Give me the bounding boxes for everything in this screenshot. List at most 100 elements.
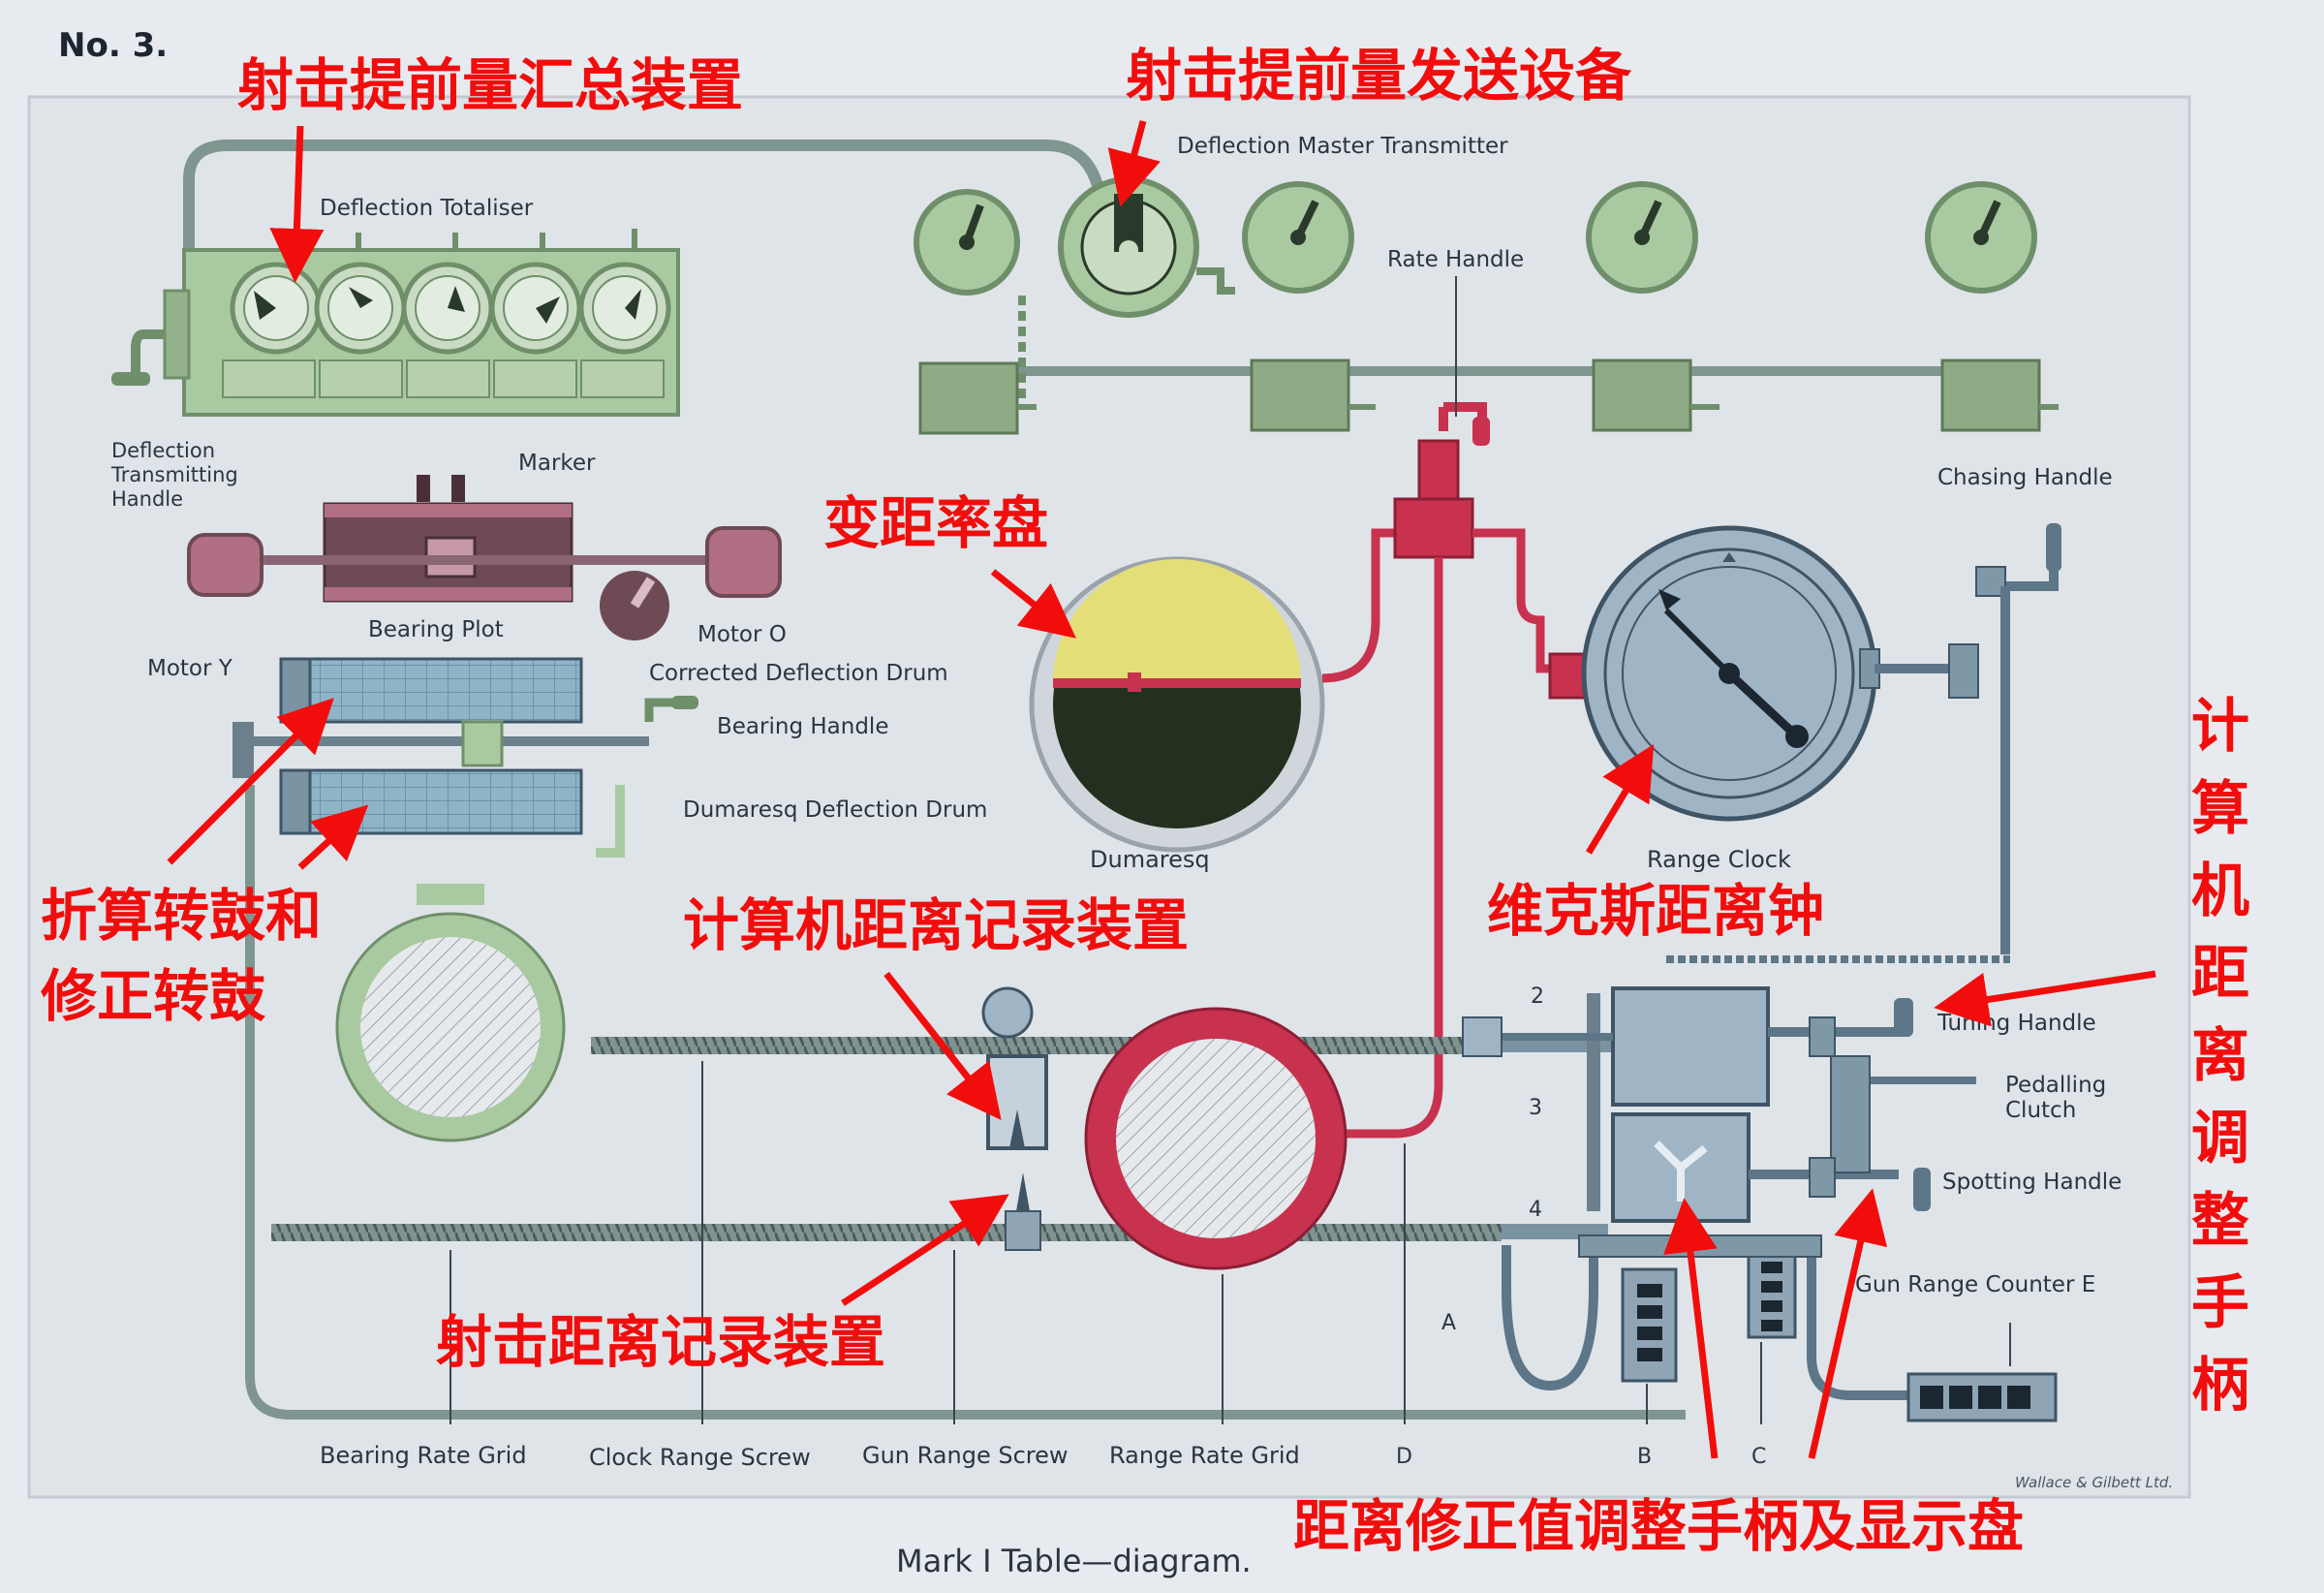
- gun-range-screw: [271, 1224, 1502, 1241]
- range-chain: [1587, 993, 1600, 1211]
- bearing-plot-dial: [600, 571, 669, 640]
- bearing-handle[interactable]: [644, 696, 698, 722]
- rate-linkage-gearbox: [1393, 497, 1474, 559]
- label-gun-range-counter: Gun Range Counter E: [1855, 1272, 2095, 1297]
- pedalling-clutch[interactable]: [1830, 1055, 1976, 1173]
- repeater-dial-1: [914, 189, 1020, 296]
- return-pipe: [245, 785, 1686, 1420]
- spotting-handle[interactable]: [1913, 1168, 1931, 1211]
- rate-linkage-top: [1417, 439, 1460, 501]
- range-rate-grid: [1084, 1007, 1348, 1270]
- label-num-4: 4: [1529, 1198, 1542, 1222]
- tuning-handle[interactable]: [1894, 998, 1913, 1037]
- label-bearing-rate-grid: Bearing Rate Grid: [320, 1442, 527, 1469]
- bottom-leader-lines: [449, 1061, 2011, 1424]
- label-range-rate-grid: Range Rate Grid: [1109, 1442, 1300, 1469]
- annotation-arrows: [167, 120, 2156, 1459]
- annotation-computer-range-handle: 计 算 机 距 离 调 整 手 柄: [2191, 693, 2249, 1420]
- annotation-deflection-totaliser: 射击提前量汇总装置: [237, 52, 743, 118]
- label-num-2: 2: [1531, 984, 1544, 1009]
- gun-range-counter-e: [1906, 1372, 2058, 1422]
- corrected-deflection-drum: [279, 657, 583, 724]
- rate-box-2: [1250, 359, 1376, 432]
- annotation-computer-range-handle-char-6: 调: [2191, 1105, 2249, 1172]
- drum-to-plot-link: [596, 785, 625, 858]
- annotation-dumaresq: 变距率盘: [823, 490, 1048, 556]
- annotation-computer-range-recorder: 计算机距离记录装置: [683, 892, 1189, 958]
- annotation-computer-range-handle-char-8: 手: [2191, 1269, 2249, 1337]
- annotation-computer-range-handle-char-2: 算: [2191, 775, 2249, 843]
- chinese-annotations: 射击提前量汇总装置 射击提前量发送设备 变距率盘 折算转鼓和 修正转鼓 计算机距…: [41, 43, 2249, 1559]
- label-deflection-master-transmitter: Deflection Master Transmitter: [1177, 134, 1508, 159]
- totaliser-dial-1: [230, 262, 323, 355]
- motor-o: [705, 526, 782, 598]
- bevel-gear-lower: [1809, 1157, 1836, 1198]
- totaliser-dial-3: [401, 262, 494, 355]
- label-dumaresq-deflection-drum: Dumaresq Deflection Drum: [683, 797, 987, 823]
- annotation-computer-range-handle-char-3: 机: [2191, 858, 2249, 925]
- totaliser-dial-4: [489, 262, 582, 355]
- annotation-computer-range-handle-char-5: 离: [2191, 1022, 2249, 1090]
- annotation-range-correction: 距离修正值调整手柄及显示盘: [1293, 1493, 2024, 1559]
- repeater-dial-2: [1242, 181, 1354, 294]
- range-rate-linkage: [1317, 557, 1443, 1139]
- motor-y: [187, 533, 263, 597]
- label-letter-c: C: [1751, 1445, 1766, 1469]
- bearing-plot: [323, 475, 573, 603]
- label-chasing-handle: Chasing Handle: [1937, 465, 2113, 490]
- bevel-gear-upper: [1809, 1016, 1836, 1057]
- label-tuning-handle: Tuning Handle: [1937, 1011, 2096, 1036]
- rate-linkage-right: [1472, 528, 1569, 673]
- totaliser-dial-2: [314, 262, 407, 355]
- label-letter-a: A: [1441, 1311, 1456, 1335]
- pipe-a: [1502, 1240, 1598, 1391]
- deflection-master-transmitter: [1058, 176, 1235, 318]
- range-box-2: [1611, 986, 1770, 1107]
- label-range-clock: Range Clock: [1647, 846, 1791, 873]
- totaliser-dial-5: [578, 262, 671, 355]
- range-correction-counter-b: [1621, 1267, 1678, 1383]
- label-pedalling-clutch-2: Clutch: [2005, 1098, 2076, 1123]
- chasing-handle[interactable]: [1975, 523, 2061, 597]
- publisher-imprint: Wallace & Gilbett Ltd.: [2015, 1474, 2173, 1491]
- deflection-transmitting-handle[interactable]: [111, 329, 165, 386]
- dumaresq: [1029, 556, 1325, 853]
- diagram-caption: Mark I Table—diagram.: [896, 1543, 1252, 1579]
- bearing-rate-grid: [335, 884, 566, 1142]
- rate-box-4: [1940, 359, 2059, 432]
- annotation-deflection-transmitter: 射击提前量发送设备: [1126, 43, 1632, 109]
- label-pedalling-clutch-1: Pedalling: [2005, 1073, 2106, 1098]
- label-dumaresq: Dumaresq: [1090, 846, 1210, 873]
- annotation-drums-2: 修正转鼓: [41, 963, 266, 1029]
- annotation-computer-range-handle-char-1: 计: [2191, 693, 2249, 761]
- label-clock-range-screw: Clock Range Screw: [589, 1444, 811, 1471]
- range-clock: [1581, 525, 1880, 822]
- label-motor-o: Motor O: [697, 622, 787, 647]
- label-gun-range-screw: Gun Range Screw: [862, 1442, 1069, 1469]
- annotation-drums-1: 折算转鼓和: [41, 883, 322, 949]
- gear-bank: [1578, 1234, 1822, 1258]
- plate-number: No. 3.: [58, 26, 168, 65]
- drum-end-plate: [232, 722, 254, 778]
- rate-box-3: [1592, 359, 1720, 432]
- label-letter-b: B: [1637, 1445, 1652, 1469]
- deflection-totaliser: [163, 229, 680, 417]
- label-spotting-handle: Spotting Handle: [1942, 1170, 2122, 1195]
- coupling: [1462, 1016, 1503, 1057]
- gun-range-recorder: [1005, 1172, 1041, 1251]
- rate-box-1: [918, 361, 1037, 435]
- repeater-dial-3: [1586, 181, 1698, 294]
- label-corrected-deflection-drum: Corrected Deflection Drum: [649, 661, 948, 686]
- rate-linkage: [1321, 528, 1395, 683]
- label-num-3: 3: [1529, 1096, 1542, 1120]
- range-correction-counter-c: [1747, 1248, 1797, 1339]
- annotation-gun-range-recorder: 射击距离记录装置: [436, 1309, 885, 1375]
- clock-range-screw: [591, 1037, 1497, 1054]
- label-bearing-handle: Bearing Handle: [717, 714, 888, 739]
- annotation-range-clock: 维克斯距离钟: [1487, 878, 1824, 944]
- label-letter-d: D: [1396, 1445, 1412, 1469]
- label-motor-y: Motor Y: [147, 656, 233, 681]
- deflection-transmission-pipe: [183, 140, 1105, 252]
